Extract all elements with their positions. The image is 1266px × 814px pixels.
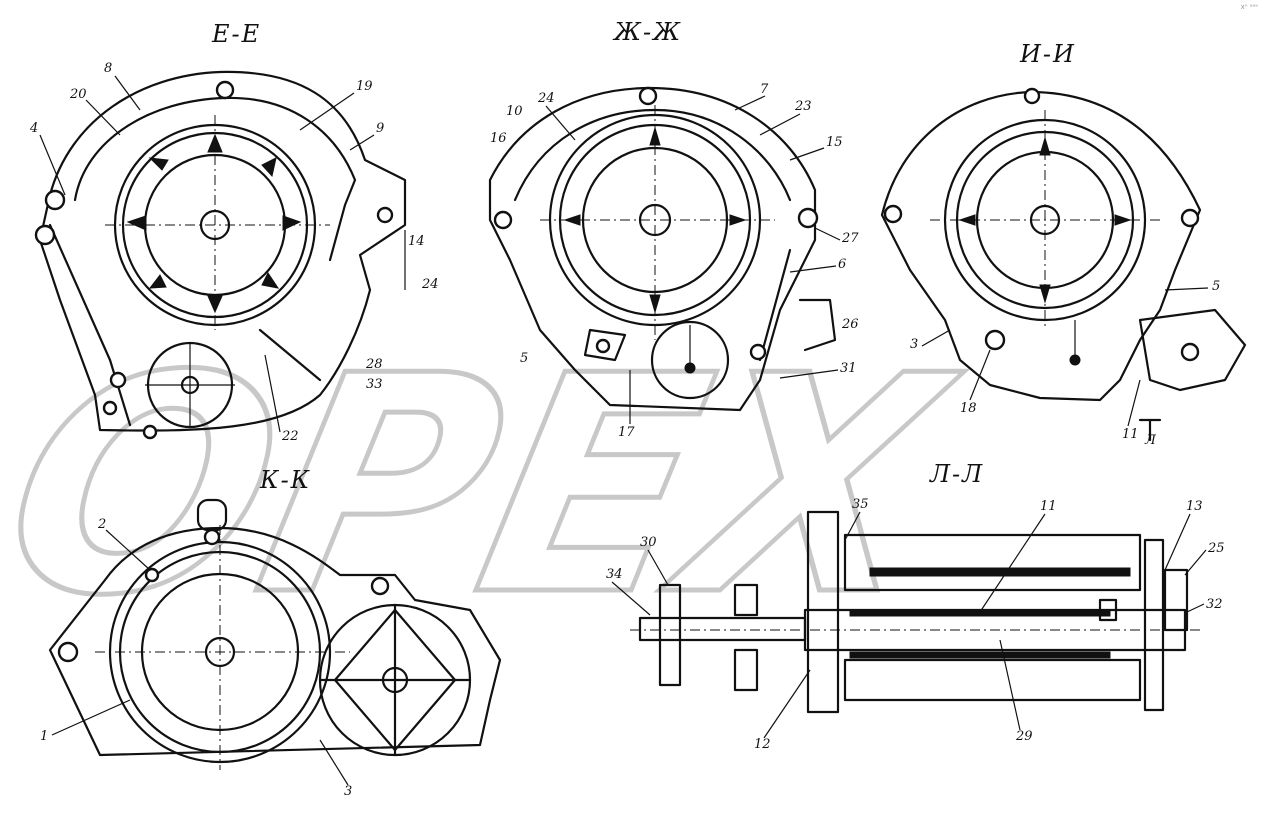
section-ee-view: Е-Е (29, 20, 439, 444)
label-23: 23 (794, 99, 812, 114)
label-14: 14 (408, 234, 425, 249)
section-ll-labels: 35 11 13 25 30 34 32 12 29 (606, 497, 1225, 752)
section-kk-labels: 2 1 3 (40, 517, 352, 799)
label-18: 18 (960, 401, 977, 416)
label-13: 13 (1186, 499, 1203, 514)
label-3b: 3 (910, 337, 918, 352)
label-11b: 11 (1040, 499, 1057, 514)
label-31: 31 (840, 361, 857, 376)
label-11: 11 (1122, 427, 1139, 442)
label-16: 16 (490, 131, 507, 146)
label-30: 30 (640, 535, 657, 550)
label-32: 32 (1206, 597, 1223, 612)
section-ll-view: Л-Л 35 11 13 25 30 34 32 12 29 (606, 460, 1225, 752)
label-4: 4 (29, 121, 38, 136)
label-27: 27 (841, 231, 859, 246)
section-ii-view: И-И 5 3 18 11 Л (880, 40, 1247, 448)
label-L-mark: Л (1144, 433, 1157, 448)
label-19: 19 (356, 79, 373, 94)
label-26: 26 (841, 317, 859, 332)
corner-mark: xⁿ ᵃᵃᵃ (1240, 3, 1258, 11)
label-12: 12 (754, 737, 771, 752)
label-22: 22 (281, 429, 299, 444)
section-ii-labels: 5 3 18 11 Л (910, 279, 1220, 448)
section-ii-title: И-И (1019, 40, 1076, 68)
label-35: 35 (852, 497, 869, 512)
section-kk-view: К-К 2 1 3 (40, 466, 502, 799)
label-33: 33 (366, 377, 383, 392)
section-zhzh-labels: 24 7 23 10 16 15 27 6 26 5 31 17 (490, 82, 859, 440)
label-2: 2 (97, 517, 106, 532)
label-17: 17 (618, 425, 635, 440)
label-24: 24 (421, 277, 439, 292)
label-34: 34 (606, 567, 623, 582)
label-28: 28 (365, 357, 383, 372)
section-ll-title: Л-Л (929, 460, 984, 488)
label-10: 10 (506, 104, 523, 119)
label-24b: 24 (537, 91, 555, 106)
label-20: 20 (69, 87, 87, 102)
section-kk-title: К-К (259, 466, 311, 494)
label-5: 5 (520, 351, 528, 366)
label-7: 7 (760, 82, 769, 97)
label-8: 8 (104, 61, 112, 76)
label-29: 29 (1015, 729, 1033, 744)
section-ee-title: Е-Е (211, 20, 261, 48)
label-25: 25 (1207, 541, 1225, 556)
section-zhzh-title: Ж-Ж (612, 18, 682, 46)
label-6: 6 (838, 257, 846, 272)
label-1: 1 (40, 729, 48, 744)
section-zhzh-view: Ж-Ж 24 7 23 10 16 15 (488, 18, 859, 440)
label-3: 3 (344, 784, 352, 799)
label-15: 15 (826, 135, 843, 150)
watermark-text: OPEX (0, 311, 977, 661)
section-ee-labels: 8 20 19 9 4 14 24 28 33 22 (29, 61, 439, 444)
label-5b: 5 (1212, 279, 1220, 294)
label-9: 9 (376, 121, 384, 136)
